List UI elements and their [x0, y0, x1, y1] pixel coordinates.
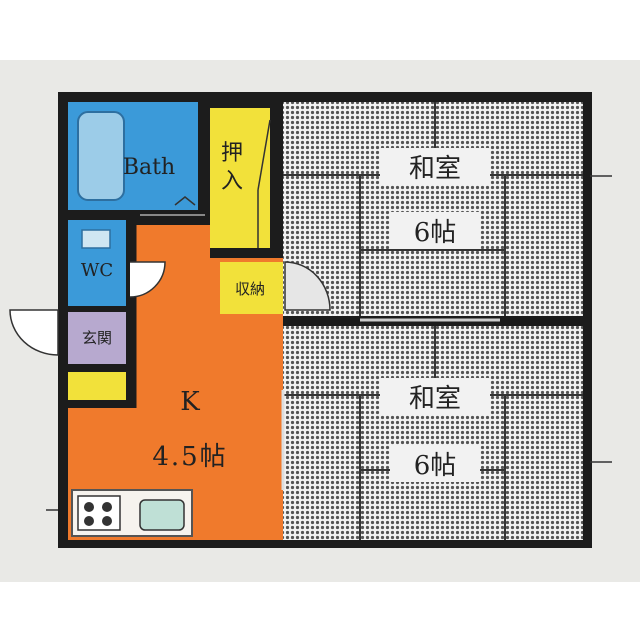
bath-label: Bath [122, 155, 176, 180]
storage-label: 収納 [234, 280, 265, 298]
stove [77, 495, 121, 531]
washitsu-bottom-name: 和室 [380, 378, 490, 415]
washitsu-bottom-size: 6帖 [390, 445, 480, 482]
bathtub [77, 111, 125, 201]
kitchen-letter-label: K [180, 387, 200, 417]
wc-label: WC [80, 260, 114, 281]
washitsu-top-size: 6帖 [390, 212, 480, 249]
shoe-box [68, 372, 126, 400]
entry-door-swing [9, 309, 59, 356]
washitsu-top-name: 和室 [380, 148, 490, 185]
storage-floor [220, 262, 283, 314]
genkan-label: 玄関 [81, 329, 112, 347]
kitchen-size-label: 4.5帖 [152, 442, 228, 472]
sink [139, 499, 185, 531]
washitsu-bottom-floor [283, 326, 583, 540]
genkan-floor [68, 312, 126, 364]
closet-label: 押入 [220, 141, 243, 194]
washitsu-top-floor [283, 102, 583, 316]
window-marks [46, 175, 612, 511]
storage-door-swing [284, 261, 331, 311]
